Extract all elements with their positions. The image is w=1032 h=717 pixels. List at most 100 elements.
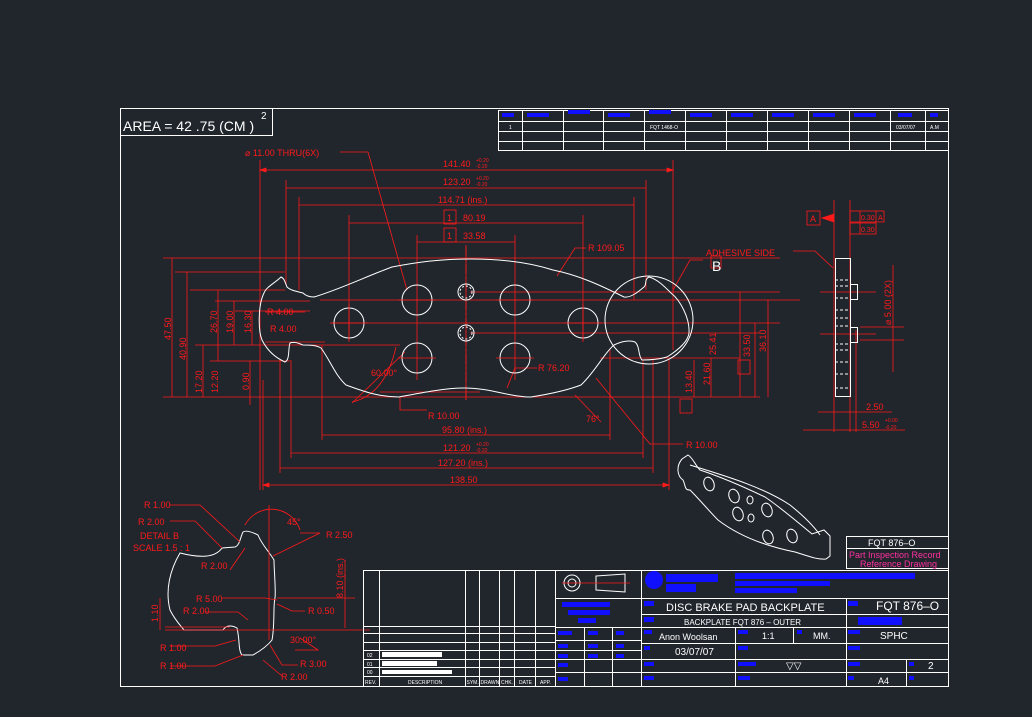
dim-height-8: 0.90 [241, 372, 251, 390]
reference-line-2: Reference Drawing [860, 559, 937, 569]
datum-reference: A [878, 215, 883, 222]
dim-right-4: 36.10 [758, 329, 768, 352]
tol-minus: -0.20 [476, 182, 488, 188]
detail-label: R 3.00 [300, 659, 327, 669]
angle-right: 76° [586, 414, 600, 424]
drawing-title: DISC BRAKE PAD BACKPLATE [666, 602, 825, 614]
tol-plus: +0.20 [476, 158, 489, 164]
dim-bottom-2: 121.20 [443, 443, 471, 453]
thk-tol-plus: +0.00 [885, 418, 898, 424]
pin-height: 2.50 [866, 402, 884, 412]
surface-finish: ▽▽ [786, 661, 802, 672]
drawing-number: FQT 876–O [876, 599, 939, 613]
dim-height-3: 26.70 [209, 310, 219, 333]
rev-header: DRAWN [481, 680, 500, 686]
area-exponent: 2 [261, 111, 267, 122]
reference-part-no: FQT 876–O [868, 538, 915, 548]
datum-flag: 1 [447, 213, 452, 223]
main-view-dimensions [163, 151, 800, 490]
side-view: A 0.30 A 0.30 ⌀ 5.00 (2X) 2.50 5.50 +0.0… [793, 200, 905, 432]
paper-size: A4 [878, 676, 889, 686]
dim-hole-spacing-outer: 80.19 [463, 213, 486, 223]
thk-tol-minus: -0.20 [885, 425, 897, 431]
dim-height-5: 16.30 [243, 310, 253, 333]
pin-hole [457, 324, 475, 342]
detail-label: R 1.00 [160, 661, 187, 671]
rev-header: SYM. [467, 680, 479, 686]
detail-scale: SCALE 1.5 : 1 [133, 543, 190, 553]
tol-minus: -0.20 [476, 164, 488, 170]
rev-row: 02 [367, 653, 373, 659]
top-table-approver: A.M [930, 125, 939, 131]
area-label: AREA = 42 .75 (CM ) [123, 118, 254, 134]
detail-label: R 2.00 [183, 606, 210, 616]
tol-plus: +0.20 [476, 442, 489, 448]
rev-header: DESCRIPTION [408, 680, 443, 686]
detail-b: R 1.00 R 2.00 DETAIL B SCALE 1.5 : 1 45°… [133, 500, 370, 682]
rev-row: 00 [367, 670, 373, 676]
rev-header: REV. [365, 680, 376, 686]
rev-header: CHK. [501, 680, 513, 686]
hole-note: ⌀ 11.00 THRU(6X) [245, 148, 319, 158]
reference-line-1: Part Inspection Record [849, 550, 941, 560]
radius-left-2: R 4.00 [270, 324, 297, 334]
detail-label: R 2.00 [281, 672, 308, 682]
material: SPHC [880, 631, 908, 642]
flatness-tolerance: 0.30 [861, 215, 875, 222]
dim-bottom-3: 127.20 (ins.) [438, 458, 488, 468]
radius-top: R 109.05 [588, 243, 625, 253]
reference-box: FQT 876–O Part Inspection Record Referen… [846, 536, 949, 569]
dim-width-3: 114.71 (ins.) [438, 195, 487, 205]
area-box [120, 108, 273, 136]
dim-overall-width: 141.40 [443, 159, 471, 169]
detail-label: 1.10 [150, 604, 160, 622]
drawn-by: Anon Woolsan [659, 632, 717, 642]
scale: 1:1 [762, 631, 775, 641]
pin-hole [457, 283, 475, 301]
dim-height-1: 47.50 [163, 317, 173, 340]
dim-hole-spacing-inner: 33.58 [463, 231, 486, 241]
detail-label: R 2.50 [326, 530, 353, 540]
units: MM. [813, 631, 831, 641]
radius-left-1: R 4.00 [267, 307, 294, 317]
detail-label: 8.10 (ins.) [335, 558, 345, 598]
parallel-tolerance: 0.30 [861, 227, 875, 234]
drawing-frame [120, 108, 949, 687]
backplate-outline [258, 258, 694, 398]
sheet-number: 2 [928, 661, 934, 672]
detail-label: R 2.00 [201, 561, 228, 571]
dim-height-2: 40.90 [178, 337, 188, 360]
top-table-rev: 1 [509, 125, 512, 131]
dim-height-4: 19.00 [225, 310, 235, 333]
thickness: 5.50 [862, 420, 880, 430]
rev-header: DATE [519, 680, 533, 686]
detail-label: R 0.50 [308, 606, 335, 616]
tol-minus: -0.20 [476, 448, 488, 454]
datum-a: A [810, 214, 816, 224]
tol-plus: +0.20 [476, 176, 489, 182]
main-view-labels: ⌀ 11.00 THRU(6X) 141.40 +0.20 -0.20 123.… [163, 148, 775, 485]
detail-label: R 1.00 [160, 643, 187, 653]
title-block [555, 570, 949, 687]
dim-height-7: 12.20 [210, 370, 220, 393]
datum-flag: 1 [447, 231, 452, 241]
top-table-date: 03/07/07 [896, 125, 916, 131]
dim-right-5: 13.40 [684, 370, 694, 393]
dim-width-2: 123.20 [443, 177, 471, 187]
title-block-blue-text [558, 571, 915, 681]
top-table: 1 FQT 1468-O 03/07/07 A.M [498, 110, 949, 151]
detail-label: 30.00° [290, 635, 317, 645]
title-block-text: DISC BRAKE PAD BACKPLATE BACKPLATE FQT 8… [659, 599, 939, 686]
dim-bottom-4: 138.50 [450, 475, 478, 485]
dim-height-6: 17.20 [194, 370, 204, 393]
detail-label: R 2.00 [138, 517, 165, 527]
pin-diameter: ⌀ 5.00 (2X) [883, 280, 893, 325]
dim-right-2: 25.41 [708, 332, 718, 355]
revision-table [363, 570, 556, 687]
detail-label: R 5.00 [196, 594, 223, 604]
dim-right-1: 21.60 [702, 362, 712, 385]
revision-table-text: 02 01 00 REV. DESCRIPTION SYM. DRAWN CHK… [365, 652, 551, 686]
top-table-ref-drawing: FQT 1468-O [650, 125, 678, 131]
dim-right-3: 33.50 [742, 334, 752, 357]
